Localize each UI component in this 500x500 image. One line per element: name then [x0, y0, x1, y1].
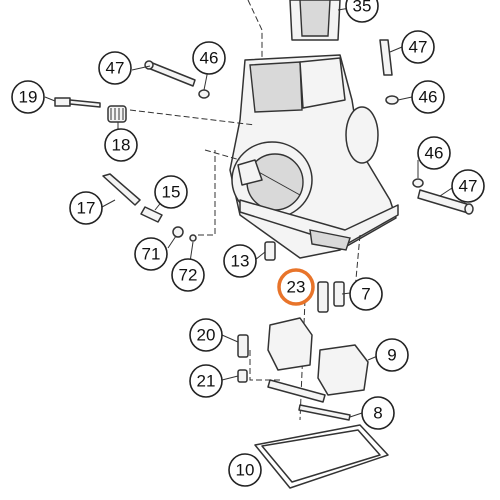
- svg-text:47: 47: [106, 59, 125, 78]
- svg-text:15: 15: [162, 183, 181, 202]
- float-9: [267, 317, 369, 403]
- svg-text:23: 23: [287, 278, 306, 297]
- callout-18: 18: [104, 128, 138, 162]
- callout-46: 46: [417, 136, 451, 170]
- svg-text:18: 18: [112, 136, 131, 155]
- callout-72: 72: [171, 258, 205, 292]
- oring-46-lower: [412, 178, 424, 188]
- oring-46-top: [198, 89, 210, 99]
- callout-20: 20: [189, 318, 223, 352]
- callout-35: 35: [345, 0, 379, 23]
- svg-text:46: 46: [200, 49, 219, 68]
- svg-text:19: 19: [19, 88, 38, 107]
- oring-72: [189, 234, 197, 242]
- callout-46: 46: [411, 80, 445, 114]
- callout-46: 46: [192, 41, 226, 75]
- callout-47: 47: [451, 169, 485, 203]
- pin-47-right: [417, 189, 474, 215]
- callout-47: 47: [401, 30, 435, 64]
- spring-18: [107, 105, 127, 123]
- svg-text:46: 46: [419, 88, 438, 107]
- svg-text:47: 47: [459, 177, 478, 196]
- highlight-ring: [277, 268, 315, 306]
- spring-15: [140, 206, 163, 223]
- svg-text:46: 46: [425, 144, 444, 163]
- jet-13: [264, 241, 276, 261]
- pin-47-right-top: [379, 39, 393, 76]
- callout-9: 9: [375, 338, 409, 372]
- slide-housing-top: [289, 0, 341, 41]
- callout-15: 15: [154, 175, 188, 209]
- svg-text:13: 13: [231, 252, 250, 271]
- carburetor-body: [229, 54, 399, 259]
- pin-8: [298, 404, 351, 421]
- svg-text:72: 72: [179, 266, 198, 285]
- callout-7: 7: [349, 277, 383, 311]
- oring-46-right: [385, 95, 399, 105]
- jet-23: [317, 281, 329, 313]
- guide-lines: [129, 0, 361, 421]
- svg-text:8: 8: [373, 404, 382, 423]
- svg-text:35: 35: [353, 0, 372, 16]
- svg-text:47: 47: [409, 38, 428, 57]
- callout-47: 47: [98, 51, 132, 85]
- screw-17: [102, 173, 141, 206]
- svg-text:10: 10: [236, 461, 255, 480]
- callout-21: 21: [189, 364, 223, 398]
- svg-text:20: 20: [197, 326, 216, 345]
- screw-21: [237, 369, 248, 383]
- callout-10: 10: [228, 453, 262, 487]
- screw-20: [237, 334, 249, 358]
- leader-lines: [44, 7, 453, 418]
- callout-19: 19: [11, 80, 45, 114]
- washer-71: [172, 226, 184, 238]
- svg-text:9: 9: [387, 346, 396, 365]
- svg-text:21: 21: [197, 372, 216, 391]
- callout-71: 71: [134, 237, 168, 271]
- callout-23-highlighted: 23: [277, 268, 315, 306]
- callout-13: 13: [223, 244, 257, 278]
- svg-text:71: 71: [142, 245, 161, 264]
- callout-8: 8: [361, 396, 395, 430]
- callout-17: 17: [69, 191, 103, 225]
- gasket-10: [254, 424, 389, 489]
- svg-text:17: 17: [77, 199, 96, 218]
- pin-47-top: [144, 60, 196, 87]
- screw-19: [54, 97, 101, 108]
- svg-text:7: 7: [361, 285, 370, 304]
